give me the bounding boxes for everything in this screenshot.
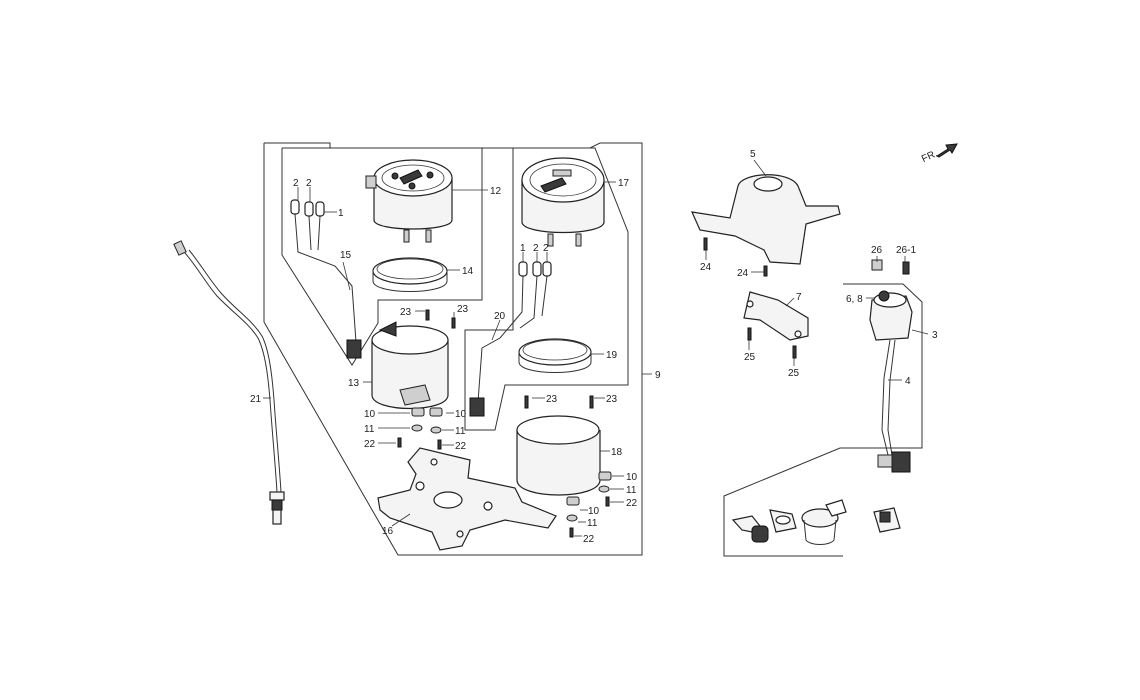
- callout-22: 22: [455, 441, 467, 452]
- callout-2: 2: [543, 243, 549, 254]
- callout-23: 23: [546, 394, 558, 405]
- callout-11: 11: [455, 426, 466, 437]
- callout-10: 10: [455, 409, 467, 420]
- callout-19: 19: [606, 350, 618, 361]
- meter-stay: [691, 174, 841, 277]
- callout-14: 14: [462, 266, 474, 277]
- group-17-outline: [464, 147, 629, 431]
- meter-bracket: [377, 447, 557, 551]
- callout-11: 11: [626, 485, 637, 496]
- callout-22: 22: [364, 439, 376, 450]
- front-indicator-label: FR.: [920, 148, 939, 165]
- callout-25: 25: [744, 352, 756, 363]
- tachometer-bulbs: [290, 199, 362, 359]
- tachometer-unit: [365, 159, 453, 243]
- callout-5: 5: [750, 149, 756, 160]
- speedometer-cable: [173, 240, 285, 525]
- speedometer-unit: [521, 157, 605, 247]
- callout-2: 2: [306, 178, 312, 189]
- speedometer-case-18: [516, 415, 601, 496]
- hardware-set: [397, 309, 612, 538]
- callout-24: 24: [700, 262, 712, 273]
- group-3-outline: [723, 283, 923, 557]
- callout-21: 21: [250, 394, 262, 405]
- callout-4: 4: [905, 376, 911, 387]
- leader-lines: [263, 159, 929, 537]
- callout-7: 7: [796, 292, 802, 303]
- callout-23: 23: [400, 307, 412, 318]
- lock-set: [731, 499, 901, 545]
- callout-20: 20: [494, 311, 506, 322]
- callout-25: 25: [788, 368, 800, 379]
- ignition-switch: [869, 259, 913, 473]
- callout-11: 11: [587, 518, 598, 529]
- ignition-cover: [743, 291, 809, 359]
- callout-1: 1: [338, 208, 344, 219]
- callout-10: 10: [626, 472, 638, 483]
- tachometer-case-13: [371, 321, 449, 409]
- callout-22: 22: [626, 498, 638, 509]
- tachometer-ring-14: [372, 257, 448, 292]
- front-arrow-icon: [935, 143, 958, 158]
- callout-18: 18: [611, 447, 623, 458]
- callout-6-8: 6, 8: [846, 294, 863, 305]
- callout-26: 26: [871, 245, 883, 256]
- callout-15: 15: [340, 250, 352, 261]
- callout-9: 9: [655, 370, 661, 381]
- speedometer-ring-19: [518, 338, 592, 373]
- callout-17: 17: [618, 178, 630, 189]
- callout-26-1: 26-1: [896, 245, 916, 256]
- callout-2: 2: [293, 178, 299, 189]
- callout-13: 13: [348, 378, 360, 389]
- callout-3: 3: [932, 330, 938, 341]
- callout-labels: 1 2 2 12 15 14 17 1 2 2 20 19 9 23 23 23…: [250, 149, 938, 545]
- callout-24: 24: [737, 268, 749, 279]
- speedometer-bulbs: [469, 261, 552, 417]
- callout-23: 23: [606, 394, 618, 405]
- callout-1: 1: [520, 243, 526, 254]
- group-9-outline: [263, 142, 643, 556]
- callout-12: 12: [490, 186, 502, 197]
- group-12-outline: [281, 147, 483, 366]
- callout-10: 10: [588, 506, 600, 517]
- callout-11: 11: [364, 424, 375, 435]
- callout-23: 23: [457, 304, 469, 315]
- callout-22: 22: [583, 534, 595, 545]
- callout-10: 10: [364, 409, 376, 420]
- callout-16: 16: [382, 526, 394, 537]
- callout-2: 2: [533, 243, 539, 254]
